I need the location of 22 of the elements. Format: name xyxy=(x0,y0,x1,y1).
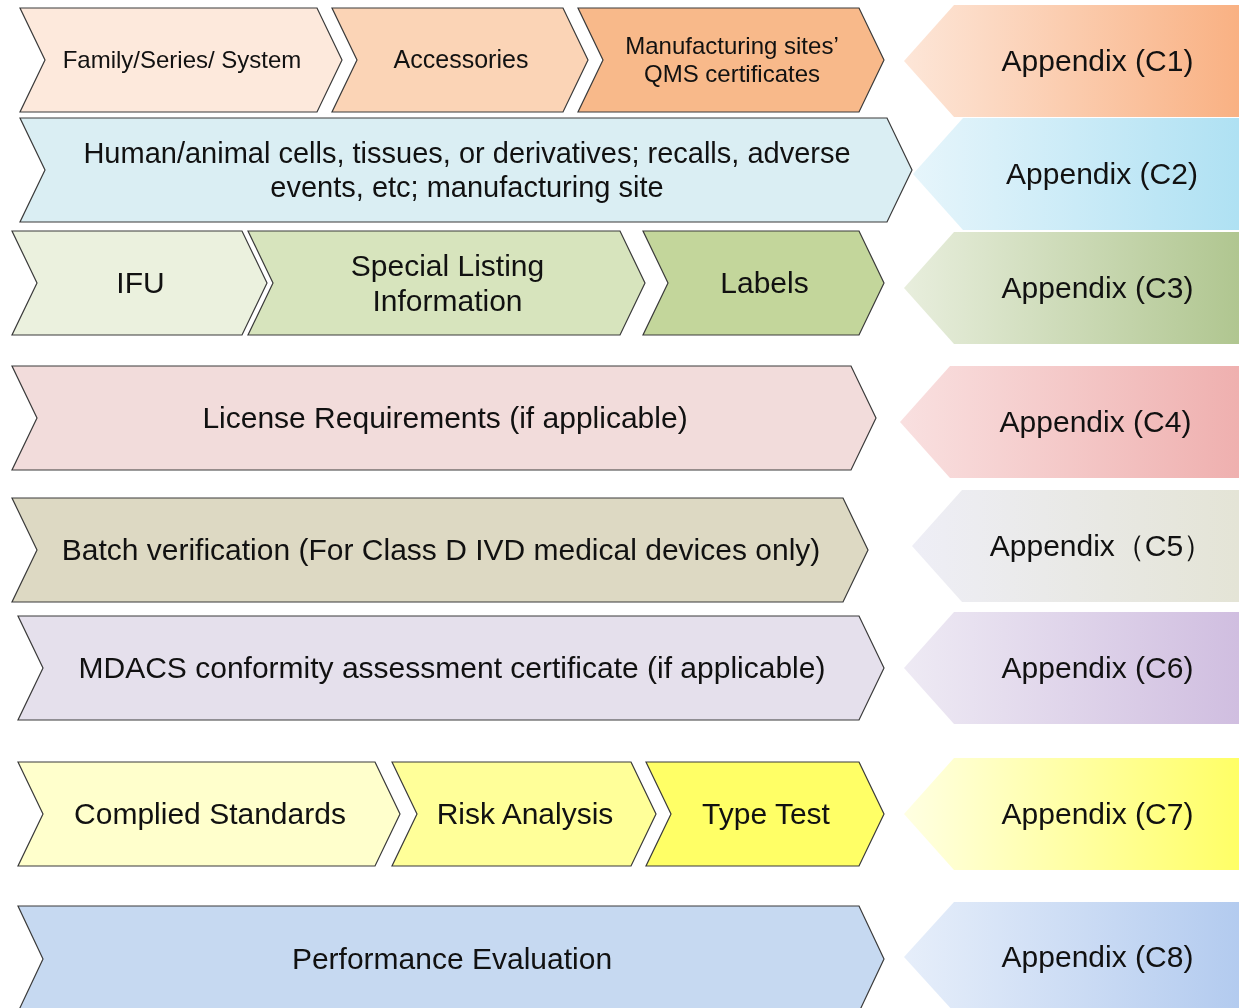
chevron-box: Family/Series/ System xyxy=(20,8,342,112)
appendix-tag: Appendix (C7) xyxy=(904,758,1239,870)
chevron-box: Batch verification (For Class D IVD medical devices only) xyxy=(12,498,868,602)
appendix-tag: Appendix (C2) xyxy=(913,118,1239,230)
chevron-box: Complied Standards xyxy=(18,762,400,866)
chevron-box: Risk Analysis xyxy=(392,762,656,866)
appendix-tag: Appendix (C1) xyxy=(904,5,1239,117)
chevron-box: Type Test xyxy=(646,762,884,866)
chevron-box: Special Listing Information xyxy=(248,231,645,335)
appendix-tag: Appendix (C3) xyxy=(904,232,1239,344)
chevron-box: Accessories xyxy=(332,8,588,112)
chevron-box: IFU xyxy=(12,231,267,335)
chevron-box: Manufacturing sites’ QMS certificates xyxy=(578,8,884,112)
appendix-tag: Appendix (C6) xyxy=(904,612,1239,724)
chevron-box: Human/animal cells, tissues, or derivatives; recalls, adverse events, etc; manufacturing site xyxy=(20,118,912,222)
chevron-box: MDACS conformity assessment certificate (if applicable) xyxy=(18,616,884,720)
chevron-box: Labels xyxy=(643,231,884,335)
appendix-tag: Appendix (C4) xyxy=(900,366,1239,478)
chevron-box: License Requirements (if applicable) xyxy=(12,366,876,470)
appendix-tag: Appendix（C5） xyxy=(912,490,1239,602)
chevron-box: Performance Evaluation xyxy=(18,906,884,1008)
appendix-tag: Appendix (C8) xyxy=(904,902,1239,1008)
